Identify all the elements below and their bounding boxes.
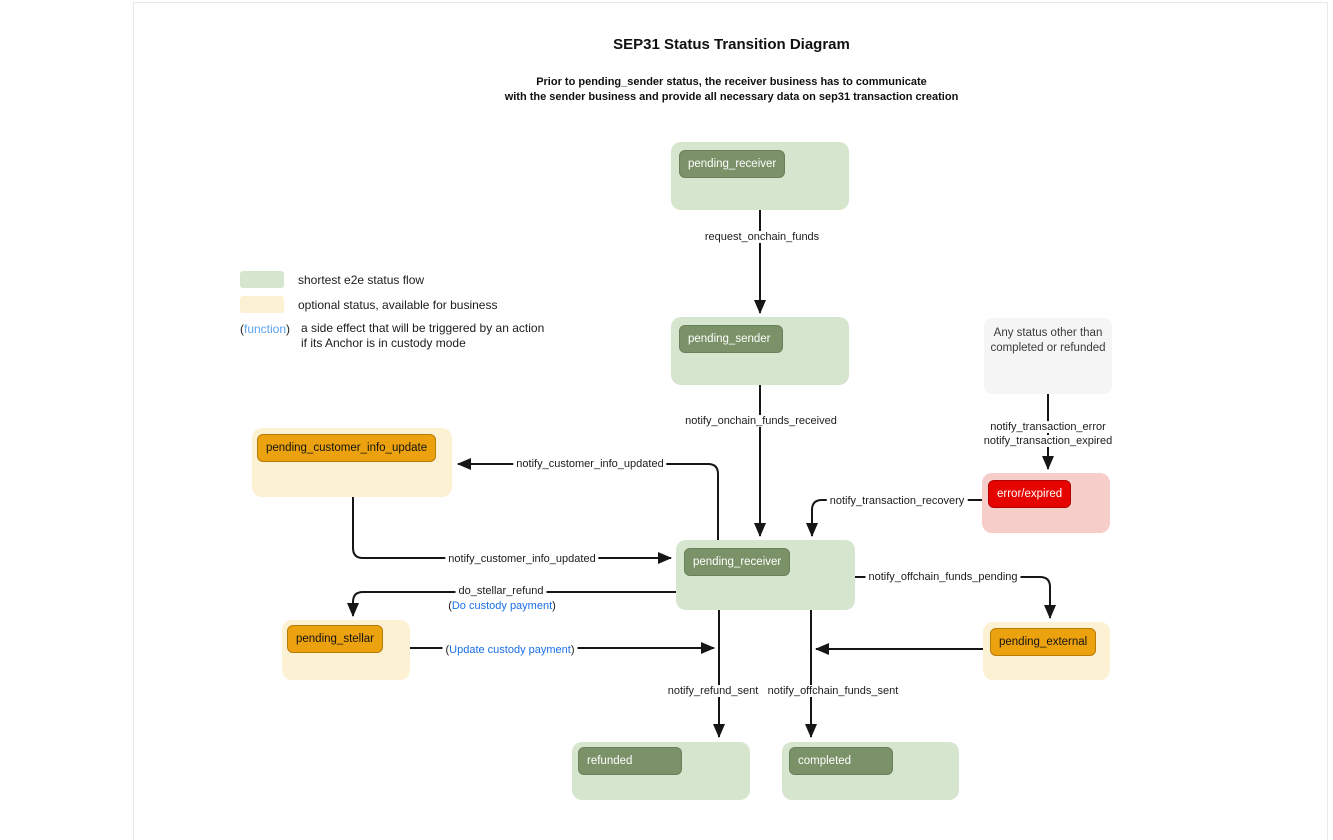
update-custody-payment-text: Update custody payment [449,644,571,656]
edge-label-notify-customer-info-updated-lower: notify_customer_info_updated [445,553,599,565]
edge-label-notify-offchain-funds-pending: notify_offchain_funds_pending [865,571,1021,583]
node-refunded-label: refunded [578,747,682,775]
legend-label-shortest-flow: shortest e2e status flow [298,273,425,287]
node-pending-receiver-mid: pending_receiver [676,540,855,610]
node-pending-external-label: pending_external [990,628,1097,656]
edge-label-notify-transaction-expired: notify_transaction_expired [980,435,1116,447]
any-status-line-2: completed or refunded [990,342,1106,354]
page-title: SEP31 Status Transition Diagram [613,36,850,53]
node-pending-sender: pending_sender [671,317,849,385]
any-status-line-1: Any status other than [993,327,1103,339]
paren-open: ( [240,322,244,336]
edge-label-notify-onchain-funds-received: notify_onchain_funds_received [682,415,840,427]
legend-label-optional-status: optional status, available for business [298,298,498,312]
node-pending-stellar-label: pending_stellar [287,625,384,653]
node-completed: completed [782,742,959,800]
legend-swatch-shortest-flow [240,271,284,288]
legend-function-word: function [244,322,287,336]
legend-function-desc-line-2: if its Anchor is in custody mode [301,336,466,350]
edge-label-do-custody-payment: (Do custody payment) [445,600,559,612]
paren-close: ) [552,600,556,612]
node-pending-receiver-top: pending_receiver [671,142,849,210]
node-completed-label: completed [789,747,893,775]
node-pending-customer-info-update: pending_customer_info_update [252,428,452,497]
node-any-status: Any status other than completed or refun… [984,318,1112,394]
paren-close: ) [286,322,291,336]
page-subtitle: Prior to pending_sender status, the rece… [133,75,1330,105]
legend-swatch-optional-status [240,296,284,313]
node-pending-sender-label: pending_sender [679,325,783,353]
edge-label-request-onchain-funds: request_onchain_funds [701,231,823,243]
node-pending-receiver-top-label: pending_receiver [679,150,786,178]
do-custody-payment-text: Do custody payment [451,600,553,612]
edge-label-notify-customer-info-updated-upper: notify_customer_info_updated [513,458,667,470]
node-pending-receiver-mid-label: pending_receiver [684,548,791,576]
legend-function-description: a side effect that will be triggered by … [301,321,544,351]
paren-close: ) [570,644,575,656]
node-pending-external: pending_external [983,622,1110,680]
edge-label-notify-transaction-error: notify_transaction_error [987,421,1109,433]
node-error-expired-label: error/expired [988,480,1072,508]
edge-label-do-stellar-refund: do_stellar_refund [455,585,547,597]
legend-function-desc-line-1: a side effect that will be triggered by … [301,321,545,335]
edge-label-notify-refund-sent: notify_refund_sent [664,685,762,697]
node-pending-stellar: pending_stellar [282,620,410,680]
edge-label-notify-offchain-funds-sent: notify_offchain_funds_sent [764,685,902,697]
edge-label-update-custody-payment: (Update custody payment) [442,644,578,656]
subtitle-line-2: with the sender business and provide all… [504,91,959,103]
node-pending-customer-info-update-label: pending_customer_info_update [257,434,437,462]
node-refunded: refunded [572,742,750,800]
node-any-status-text: Any status other than completed or refun… [984,318,1112,356]
legend-function-token: (function) [240,322,290,336]
paren-open: ( [445,644,450,656]
node-error-expired: error/expired [982,473,1110,533]
edge-label-notify-transaction-recovery: notify_transaction_recovery [826,495,968,507]
subtitle-line-1: Prior to pending_sender status, the rece… [536,76,927,88]
